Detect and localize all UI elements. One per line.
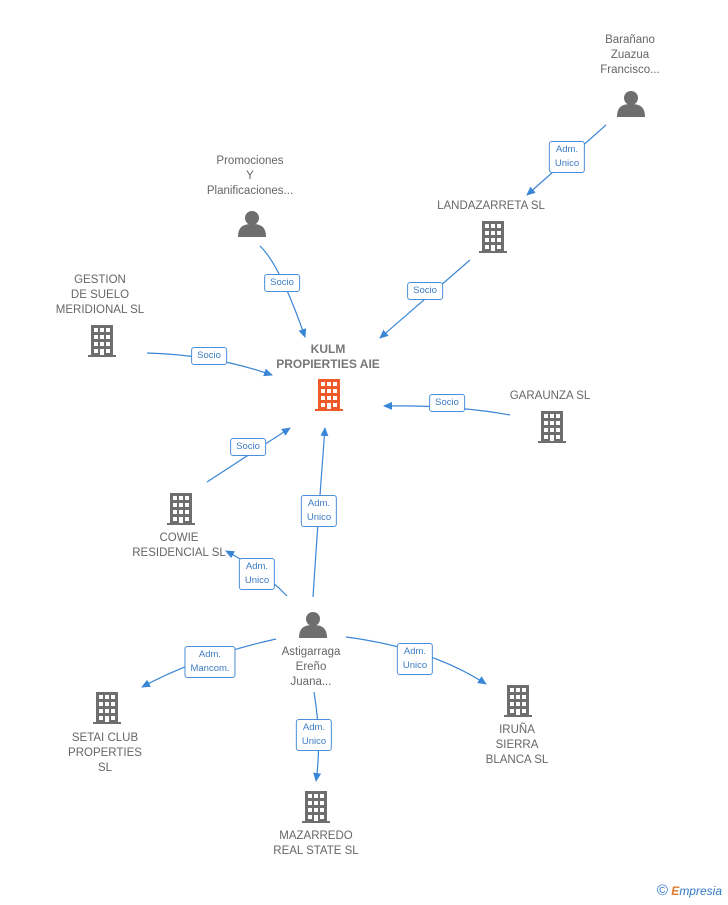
- landazarreta-building-icon[interactable]: [479, 221, 507, 253]
- edge-label-landazarreta-center[interactable]: Socio: [407, 282, 443, 300]
- gestion-building-icon[interactable]: [88, 325, 116, 357]
- node-label-setai[interactable]: SETAI CLUB PROPERTIES SL: [68, 732, 142, 774]
- node-label-cowie[interactable]: COWIE RESIDENCIAL SL: [132, 532, 226, 559]
- node-label-gestion[interactable]: GESTION DE SUELO MERIDIONAL SL: [55, 274, 145, 316]
- node-label-promociones[interactable]: Promociones Y Planificaciones...: [206, 155, 294, 197]
- cowie-building-icon[interactable]: [167, 493, 195, 525]
- center-building-icon[interactable]: [315, 379, 343, 411]
- node-label-iruna[interactable]: IRUÑA SIERRA BLANCA SL: [485, 724, 549, 766]
- edge-label-cowie-center[interactable]: Socio: [230, 438, 266, 456]
- iruna-building-icon[interactable]: [504, 685, 532, 717]
- node-label-astigarraga[interactable]: Astigarraga Ereño Juana...: [281, 646, 341, 688]
- garaunza-building-icon[interactable]: [538, 411, 566, 443]
- edge-label-astigarraga-center[interactable]: Adm. Unico: [300, 495, 338, 527]
- node-label-kulm[interactable]: KULM PROPIERTIES AIE: [276, 342, 380, 371]
- promociones-person-icon[interactable]: [238, 211, 266, 237]
- node-label-landazarreta[interactable]: LANDAZARRETA SL: [437, 200, 545, 212]
- edge-label-garaunza-center[interactable]: Socio: [429, 394, 465, 412]
- astigarraga-person-icon[interactable]: [299, 612, 327, 638]
- baranano-person-icon[interactable]: [617, 91, 645, 117]
- edge-label-astigarraga-iruna[interactable]: Adm. Unico: [396, 643, 434, 675]
- mazarredo-building-icon[interactable]: [302, 791, 330, 823]
- empresia-logo[interactable]: © Empresia: [657, 882, 722, 899]
- edge-label-astigarraga-cowie[interactable]: Adm. Unico: [238, 558, 276, 590]
- node-label-garaunza[interactable]: GARAUNZA SL: [509, 390, 591, 402]
- node-label-baranano[interactable]: Barañano Zuazua Francisco...: [600, 34, 660, 76]
- setai-building-icon[interactable]: [93, 692, 121, 724]
- brand-initial: E: [671, 884, 680, 898]
- brand-name: mpresia: [679, 884, 722, 898]
- edges: [141, 124, 607, 782]
- edge-label-baranano-landazarreta[interactable]: Adm. Unico: [548, 141, 586, 173]
- edge-label-promociones-center[interactable]: Socio: [264, 274, 300, 292]
- icons: [88, 91, 645, 823]
- copyright-icon: ©: [656, 882, 668, 899]
- node-label-mazarredo[interactable]: MAZARREDO REAL STATE SL: [273, 830, 359, 857]
- edge-label-gestion-center[interactable]: Socio: [191, 347, 227, 365]
- edge-label-astigarraga-setai[interactable]: Adm. Mancom.: [184, 646, 236, 678]
- edge-label-astigarraga-mazarredo[interactable]: Adm. Unico: [295, 719, 333, 751]
